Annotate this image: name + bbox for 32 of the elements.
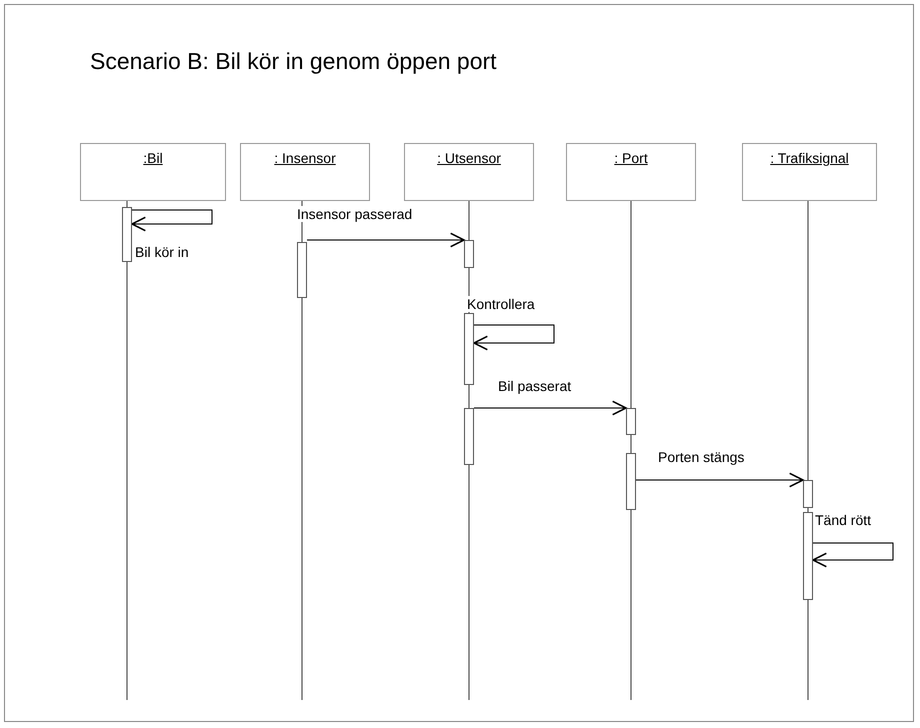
activation-bar: [464, 408, 474, 465]
self-message-arrow: [812, 542, 894, 568]
message-label: Tänd rött: [814, 512, 872, 528]
message-label: Kontrollera: [466, 296, 536, 312]
message-label: Bil kör in: [134, 244, 190, 260]
lifeline-head-box: [80, 143, 226, 201]
activation-bar: [464, 240, 474, 268]
message-arrow: [306, 232, 465, 248]
lifeline-head-box: [404, 143, 534, 201]
lifeline-head-box: [240, 143, 370, 201]
activation-bar: [122, 207, 132, 262]
object-name: : Port: [614, 150, 648, 166]
diagram-title: Scenario B: Bil kör in genom öppen port: [90, 48, 497, 75]
object-name: : Insensor: [274, 150, 336, 166]
message-label: Porten stängs: [657, 449, 746, 465]
self-message-arrow: [131, 210, 212, 232]
object-name: :Bil: [143, 150, 163, 166]
object-name: : Trafiksignal: [770, 150, 849, 166]
message-arrow: [636, 472, 804, 488]
activation-bar: [626, 453, 636, 510]
message-arrow: [474, 400, 627, 416]
activation-bar: [626, 408, 636, 435]
activation-bar: [803, 512, 813, 600]
message-label: Bil passerat: [497, 378, 572, 394]
activation-bar: [297, 242, 307, 298]
self-message-arrow: [473, 324, 554, 350]
activation-bar: [803, 480, 813, 508]
lifeline-head-box: [566, 143, 696, 201]
activation-bar: [464, 313, 474, 385]
object-name: : Utsensor: [437, 150, 501, 166]
lifeline-head-box: [742, 143, 877, 201]
message-label: Insensor passerad: [296, 206, 414, 222]
